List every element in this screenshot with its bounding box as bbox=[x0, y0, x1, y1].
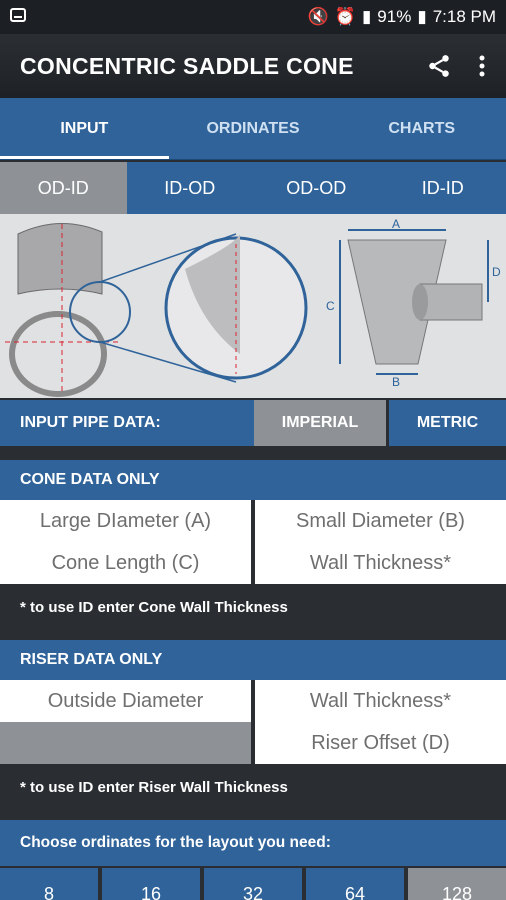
imperial-button[interactable]: IMPERIAL bbox=[254, 400, 386, 446]
cone-wall-thickness-field[interactable]: Wall Thickness* bbox=[255, 542, 506, 584]
cone-note: * to use ID enter Cone Wall Thickness bbox=[20, 598, 288, 616]
ordinates-prompt: Choose ordinates for the layout you need… bbox=[0, 820, 506, 866]
label-d: D bbox=[492, 265, 501, 279]
signal-icon: ▮ bbox=[361, 7, 372, 26]
status-right: 🔇 ⏰ ▮ 91% ▮ 7:18 PM bbox=[308, 7, 496, 27]
cone-diagram: A B C D bbox=[0, 214, 506, 398]
label-a: A bbox=[392, 217, 400, 231]
input-pipe-label: INPUT PIPE DATA: bbox=[20, 414, 161, 431]
ordinate-128-button[interactable]: 128 bbox=[408, 868, 506, 900]
input-pipe-bar: INPUT PIPE DATA: IMPERIAL METRIC bbox=[0, 400, 506, 446]
separator bbox=[0, 446, 506, 458]
subtab-id-od[interactable]: ID-OD bbox=[164, 177, 216, 198]
ordinate-32-button[interactable]: 32 bbox=[204, 868, 302, 900]
riser-offset-field[interactable]: Riser Offset (D) bbox=[255, 722, 506, 764]
share-icon[interactable] bbox=[426, 53, 452, 79]
app-bar: CONCENTRIC SADDLE CONE bbox=[0, 34, 506, 98]
status-bar: 🔇 ⏰ ▮ 91% ▮ 7:18 PM bbox=[0, 0, 506, 34]
riser-row-2: Riser Offset (D) bbox=[0, 722, 506, 764]
riser-note: * to use ID enter Riser Wall Thickness bbox=[20, 778, 288, 796]
tab-input[interactable]: INPUT bbox=[0, 98, 169, 159]
ordinate-options: 8 16 32 64 128 bbox=[0, 868, 506, 900]
battery-percent: 91% bbox=[377, 7, 412, 26]
tab-charts[interactable]: CHARTS bbox=[388, 119, 456, 137]
battery-icon: ▮ bbox=[417, 7, 427, 26]
layout-type-tabs: OD-ID ID-OD OD-OD ID-ID bbox=[0, 162, 506, 214]
alarm-icon: ⏰ bbox=[334, 7, 356, 26]
large-diameter-field[interactable]: Large DIameter (A) bbox=[0, 500, 251, 542]
cone-length-field[interactable]: Cone Length (C) bbox=[0, 542, 251, 584]
subtab-id-id[interactable]: ID-ID bbox=[421, 177, 464, 198]
ordinate-8-button[interactable]: 8 bbox=[0, 868, 98, 900]
cone-header: CONE DATA ONLY bbox=[0, 460, 506, 500]
label-b: B bbox=[392, 375, 400, 389]
diagram-svg: A B C D bbox=[5, 217, 501, 397]
clock: 7:18 PM bbox=[432, 7, 496, 26]
riser-wall-thickness-field[interactable]: Wall Thickness* bbox=[255, 680, 506, 722]
ordinate-64-button[interactable]: 64 bbox=[306, 868, 404, 900]
mute-icon: 🔇 bbox=[307, 7, 329, 26]
tab-ordinates[interactable]: ORDINATES bbox=[206, 119, 300, 137]
cone-row-2: Cone Length (C) Wall Thickness* bbox=[0, 542, 506, 584]
subtab-od-od[interactable]: OD-OD bbox=[286, 177, 347, 198]
gallery-icon bbox=[10, 7, 26, 22]
status-left bbox=[10, 7, 308, 28]
app-actions bbox=[426, 53, 486, 79]
cone-row-1: Large DIameter (A) Small Diameter (B) bbox=[0, 500, 506, 542]
app-title: CONCENTRIC SADDLE CONE bbox=[20, 52, 354, 79]
metric-button[interactable]: METRIC bbox=[386, 400, 506, 446]
outside-diameter-field[interactable]: Outside Diameter bbox=[0, 680, 251, 722]
riser-blank-cell bbox=[0, 722, 251, 764]
small-diameter-field[interactable]: Small Diameter (B) bbox=[255, 500, 506, 542]
riser-header: RISER DATA ONLY bbox=[0, 640, 506, 680]
more-vert-icon[interactable] bbox=[478, 54, 486, 78]
subtab-od-id[interactable]: OD-ID bbox=[0, 162, 127, 214]
ordinate-16-button[interactable]: 16 bbox=[102, 868, 200, 900]
label-c: C bbox=[326, 299, 335, 313]
main-tabs: INPUT ORDINATES CHARTS bbox=[0, 98, 506, 160]
riser-row-1: Outside Diameter Wall Thickness* bbox=[0, 680, 506, 722]
